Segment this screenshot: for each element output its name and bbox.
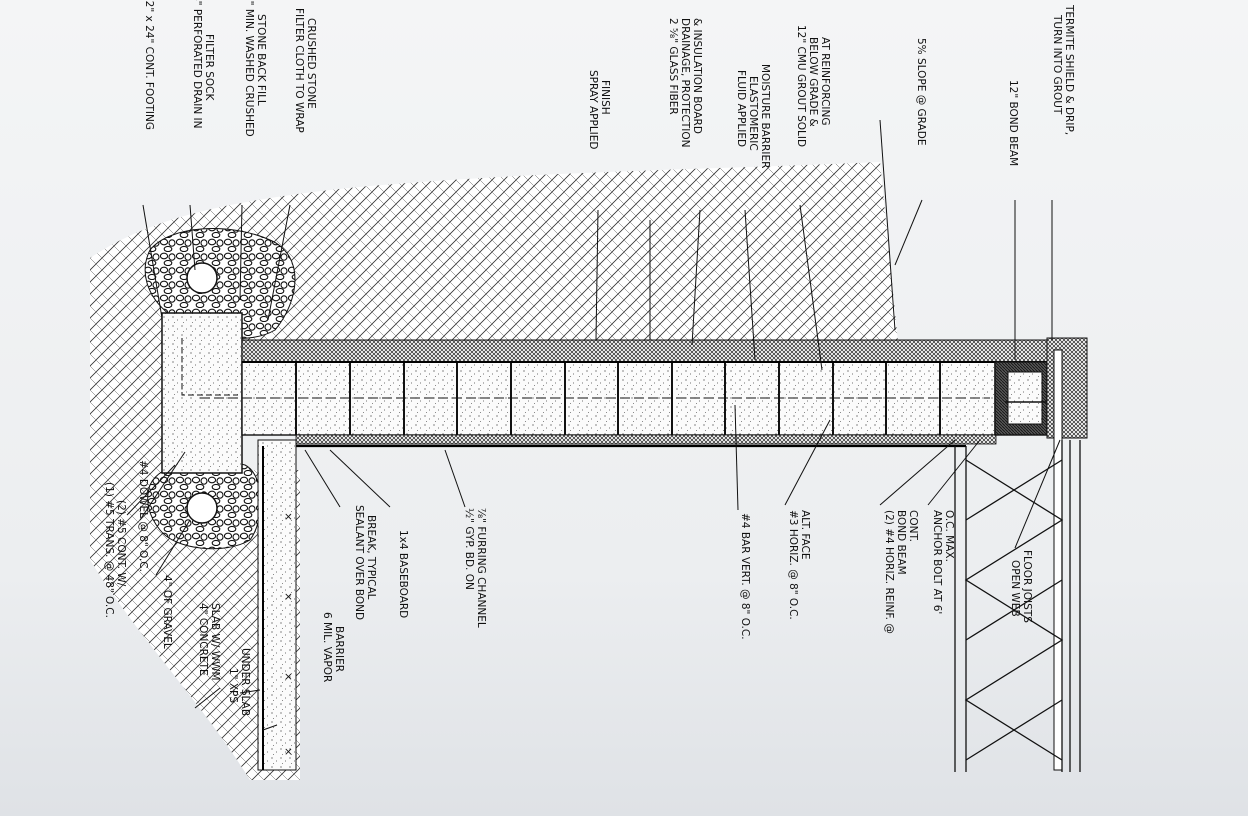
svg-text:5% SLOPE @ GRADE: 5% SLOPE @ GRADE	[915, 38, 927, 145]
label-baseboard: 1x4 BASEBOARD	[397, 530, 409, 618]
svg-text:12" x 24" CONT. FOOTING: 12" x 24" CONT. FOOTING	[143, 0, 155, 130]
svg-text:×: ×	[284, 591, 293, 603]
svg-text:AT REINFORCING: AT REINFORCING	[819, 37, 831, 126]
open-web-joist	[954, 440, 1081, 772]
label-joists: OPEN WEB FLOOR JOISTS	[1009, 550, 1033, 623]
label-termite: TERMITE SHIELD & DRIP, TURN INTO GROUT	[1051, 4, 1075, 135]
svg-text:4" PERFORATED DRAIN IN: 4" PERFORATED DRAIN IN	[191, 0, 203, 129]
svg-text:CRUSHED STONE: CRUSHED STONE	[305, 18, 317, 109]
label-footing-bars: (2) #5 CONT. W/ (1) #5 TRANS. @ 48" O.C.	[103, 482, 127, 618]
svg-text:ELASTOMERIC: ELASTOMERIC	[747, 76, 759, 151]
svg-text:12" BOND BEAM: 12" BOND BEAM	[1007, 80, 1019, 166]
svg-text:CONT.: CONT.	[907, 510, 919, 542]
svg-text:(2) #5 CONT. W/: (2) #5 CONT. W/	[115, 500, 127, 587]
svg-text:1x4 BASEBOARD: 1x4 BASEBOARD	[397, 530, 409, 618]
svg-text:×: ×	[284, 671, 293, 683]
label-slope: 5% SLOPE @ GRADE	[915, 38, 927, 145]
label-washed-stone: 6" MIN. WASHED CRUSHED STONE BACK FILL	[243, 0, 267, 137]
svg-text:SEALANT OVER BOND: SEALANT OVER BOND	[353, 505, 365, 620]
svg-text:BREAK, TYPICAL: BREAK, TYPICAL	[365, 515, 377, 600]
label-bond-reinf: (2) #4 HORIZ. REINF. @ BOND BEAM CONT.	[883, 510, 919, 634]
svg-text:#4 BAR VERT. @ 8" O.C.: #4 BAR VERT. @ 8" O.C.	[739, 513, 751, 640]
label-drain: 4" PERFORATED DRAIN IN FILTER SOCK	[191, 0, 215, 129]
label-filter-cloth: FILTER CLOTH TO WRAP CRUSHED STONE	[293, 8, 317, 133]
svg-text:×: ×	[284, 511, 293, 523]
svg-text:6 MIL. VAPOR: 6 MIL. VAPOR	[321, 612, 333, 682]
label-gyp: ½" GYP. BD. ON ⅞" FURRING CHANNEL	[463, 508, 487, 628]
svg-text:TERMITE SHIELD & DRIP,: TERMITE SHIELD & DRIP,	[1063, 4, 1075, 135]
svg-text:STONE BACK FILL: STONE BACK FILL	[255, 14, 267, 106]
svg-text:#3 HORIZ. @ 8" O.C.: #3 HORIZ. @ 8" O.C.	[787, 510, 799, 620]
label-fluid: FLUID APPLIED ELASTOMERIC MOISTURE BARRI…	[735, 64, 771, 168]
drain-pipe-upper	[186, 262, 218, 294]
label-footing: 12" x 24" CONT. FOOTING	[143, 0, 155, 130]
svg-text:UNDER SLAB: UNDER SLAB	[239, 648, 251, 716]
label-glass: 2 ⅝" GLASS FIBER DRAINAGE, PROTECTION & …	[667, 18, 703, 147]
svg-text:MOISTURE BARRIER: MOISTURE BARRIER	[759, 64, 771, 168]
svg-text:& INSULATION BOARD: & INSULATION BOARD	[691, 18, 703, 134]
svg-text:BOND BEAM: BOND BEAM	[895, 510, 907, 575]
interior-furring	[295, 434, 997, 445]
svg-text:⅞" FURRING CHANNEL: ⅞" FURRING CHANNEL	[475, 508, 487, 628]
svg-text:FINISH: FINISH	[599, 80, 611, 115]
label-vert-bar: #4 BAR VERT. @ 8" O.C.	[739, 513, 751, 640]
svg-text:(1) #5 TRANS. @ 48" O.C.: (1) #5 TRANS. @ 48" O.C.	[103, 482, 115, 618]
cmu-joints	[295, 362, 941, 435]
svg-text:4" CONCRETE: 4" CONCRETE	[197, 603, 209, 676]
label-anchor: ANCHOR BOLT AT 6' O.C. MAX.	[931, 510, 955, 614]
svg-text:2 ⅝" GLASS FIBER: 2 ⅝" GLASS FIBER	[667, 18, 679, 115]
drain-pipe-lower	[186, 492, 218, 524]
svg-text:O.C. MAX.: O.C. MAX.	[943, 510, 955, 562]
leaders	[126, 119, 1061, 731]
svg-text:ANCHOR BOLT AT 6': ANCHOR BOLT AT 6'	[931, 510, 943, 614]
label-dowel: #4 DOWEL @ 8" O.C.	[137, 460, 149, 572]
svg-text:BARRIER: BARRIER	[333, 626, 345, 672]
footing-dowel	[181, 338, 238, 396]
svg-text:#4 DOWEL @ 8" O.C.: #4 DOWEL @ 8" O.C.	[137, 460, 149, 572]
svg-text:SLAB W/ WWM: SLAB W/ WWM	[209, 603, 221, 681]
bond-beam-core	[1007, 371, 1043, 425]
label-horiz: #3 HORIZ. @ 8" O.C. ALT. FACE	[787, 510, 811, 620]
insulation-board	[241, 339, 1053, 363]
svg-text:FLOOR JOISTS: FLOOR JOISTS	[1021, 550, 1033, 623]
svg-text:×: ×	[284, 746, 293, 758]
label-bond-beam: 12" BOND BEAM	[1007, 80, 1019, 166]
label-sealant: SEALANT OVER BOND BREAK, TYPICAL	[353, 505, 377, 620]
label-cmu: 12" CMU GROUT SOLID BELOW GRADE & AT REI…	[795, 25, 831, 147]
svg-text:BELOW GRADE &: BELOW GRADE &	[807, 37, 819, 127]
svg-text:1" XPS: 1" XPS	[227, 668, 239, 703]
footing	[161, 312, 243, 474]
rim-board	[1053, 349, 1063, 771]
svg-text:FILTER CLOTH TO WRAP: FILTER CLOTH TO WRAP	[293, 8, 305, 133]
label-gravel: 4" OF GRAVEL	[161, 575, 173, 649]
svg-text:½" GYP. BD. ON: ½" GYP. BD. ON	[463, 508, 475, 590]
sill-plate	[1046, 337, 1088, 439]
svg-text:DRAINAGE, PROTECTION: DRAINAGE, PROTECTION	[679, 18, 691, 147]
slab-wwm: × × × ×	[284, 511, 293, 758]
svg-text:(2) #4 HORIZ. REINF. @: (2) #4 HORIZ. REINF. @	[883, 510, 895, 634]
label-slab: 4" CONCRETE SLAB W/ WWM	[197, 603, 221, 681]
svg-text:TURN INTO GROUT: TURN INTO GROUT	[1051, 14, 1063, 115]
svg-text:OPEN WEB: OPEN WEB	[1009, 560, 1021, 617]
slab	[257, 439, 297, 771]
svg-text:SPRAY APPLIED: SPRAY APPLIED	[587, 70, 599, 150]
svg-text:ALT. FACE: ALT. FACE	[799, 510, 811, 559]
label-spray: SPRAY APPLIED FINISH	[587, 70, 611, 150]
svg-text:12" CMU GROUT SOLID: 12" CMU GROUT SOLID	[795, 25, 807, 147]
label-vapor: 6 MIL. VAPOR BARRIER	[321, 612, 345, 682]
svg-text:FILTER SOCK: FILTER SOCK	[203, 34, 215, 101]
svg-text:FLUID APPLIED: FLUID APPLIED	[735, 70, 747, 147]
svg-text:4" OF GRAVEL: 4" OF GRAVEL	[161, 575, 173, 649]
label-xps: 1" XPS UNDER SLAB	[227, 648, 251, 716]
svg-text:6" MIN. WASHED CRUSHED: 6" MIN. WASHED CRUSHED	[243, 0, 255, 137]
